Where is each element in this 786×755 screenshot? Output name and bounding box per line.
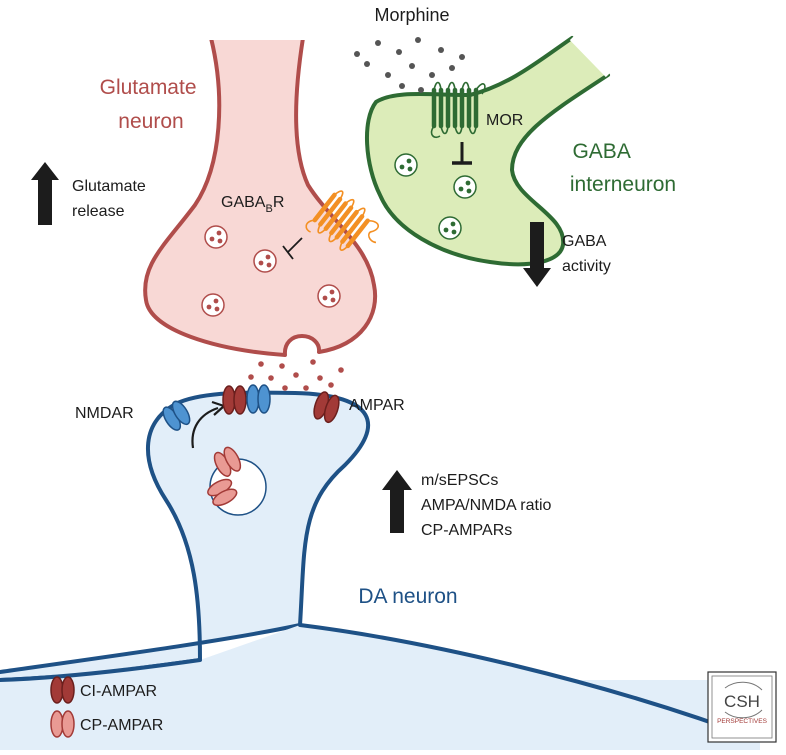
nmdar-receptor <box>246 384 271 414</box>
legend-ci-ampar-label: CI-AMPAR <box>80 683 157 700</box>
mor-inhibition-symbol <box>452 142 472 165</box>
mor-label: MOR <box>486 112 523 129</box>
ci-ampar-receptor <box>222 385 247 415</box>
da-neuron-label: DA neuron <box>358 585 457 608</box>
nmdar-receptor <box>162 400 191 431</box>
gabab-receptor-label: GABABR <box>221 194 284 215</box>
glutamate-neuron-body <box>143 36 378 357</box>
glutamate-neuron-label: Glutamate neuron <box>100 76 203 133</box>
gaba-interneuron-label: GABA interneuron <box>570 140 676 196</box>
synaptic-vesicle <box>453 175 477 199</box>
da-effects-up-arrow <box>382 470 412 533</box>
mor-receptor <box>430 81 486 139</box>
cp-ampar-receptor <box>207 478 238 507</box>
synaptic-vesicle <box>317 284 341 308</box>
da-effects-list: m/sEPSCs AMPA/NMDA ratio CP-AMPARs <box>421 472 556 539</box>
csh-perspectives-logo: CSH PERSPECTIVES <box>707 671 777 743</box>
glutamate-neuron: GABABR Glutamate neuron <box>100 30 379 357</box>
gabab-receptor <box>305 190 379 251</box>
legend-cp-ampar-label: CP-AMPAR <box>80 717 163 734</box>
cp-ampar-receptor <box>213 446 242 477</box>
legend-cp-ampar-swatch <box>50 710 75 738</box>
gaba-activity-label: GABA activity <box>562 233 611 275</box>
morphine-label: Morphine <box>374 5 449 25</box>
glutamate-release-label: Glutamate release <box>72 178 150 220</box>
legend: CI-AMPAR CP-AMPAR <box>50 676 163 738</box>
synaptic-vesicle <box>438 216 462 240</box>
nmdar-label: NMDAR <box>75 405 134 422</box>
gaba-interneuron: MOR GABA interneuron <box>364 35 676 267</box>
receptor-vesicle <box>207 446 267 516</box>
ci-ampar-receptor <box>313 391 340 424</box>
legend-ci-ampar-swatch <box>50 676 75 704</box>
gaba-interneuron-body <box>364 36 610 267</box>
synaptic-vesicle <box>204 225 228 249</box>
logo-text-perspectives: PERSPECTIVES <box>717 718 768 725</box>
glutamate-release-dots <box>248 359 344 391</box>
logo-text-csh: CSH <box>724 692 760 711</box>
da-neuron: DA neuron <box>0 390 762 750</box>
synaptic-vesicle <box>394 153 418 177</box>
synaptic-vesicle <box>201 293 225 317</box>
gaba-activity-down-arrow <box>523 222 551 287</box>
synaptic-vesicle <box>253 249 277 273</box>
ampar-label: AMPAR <box>349 397 405 414</box>
gabab-inhibition-symbol <box>282 237 303 260</box>
morphine-molecules <box>354 37 465 93</box>
glutamate-release-up-arrow <box>31 162 59 225</box>
